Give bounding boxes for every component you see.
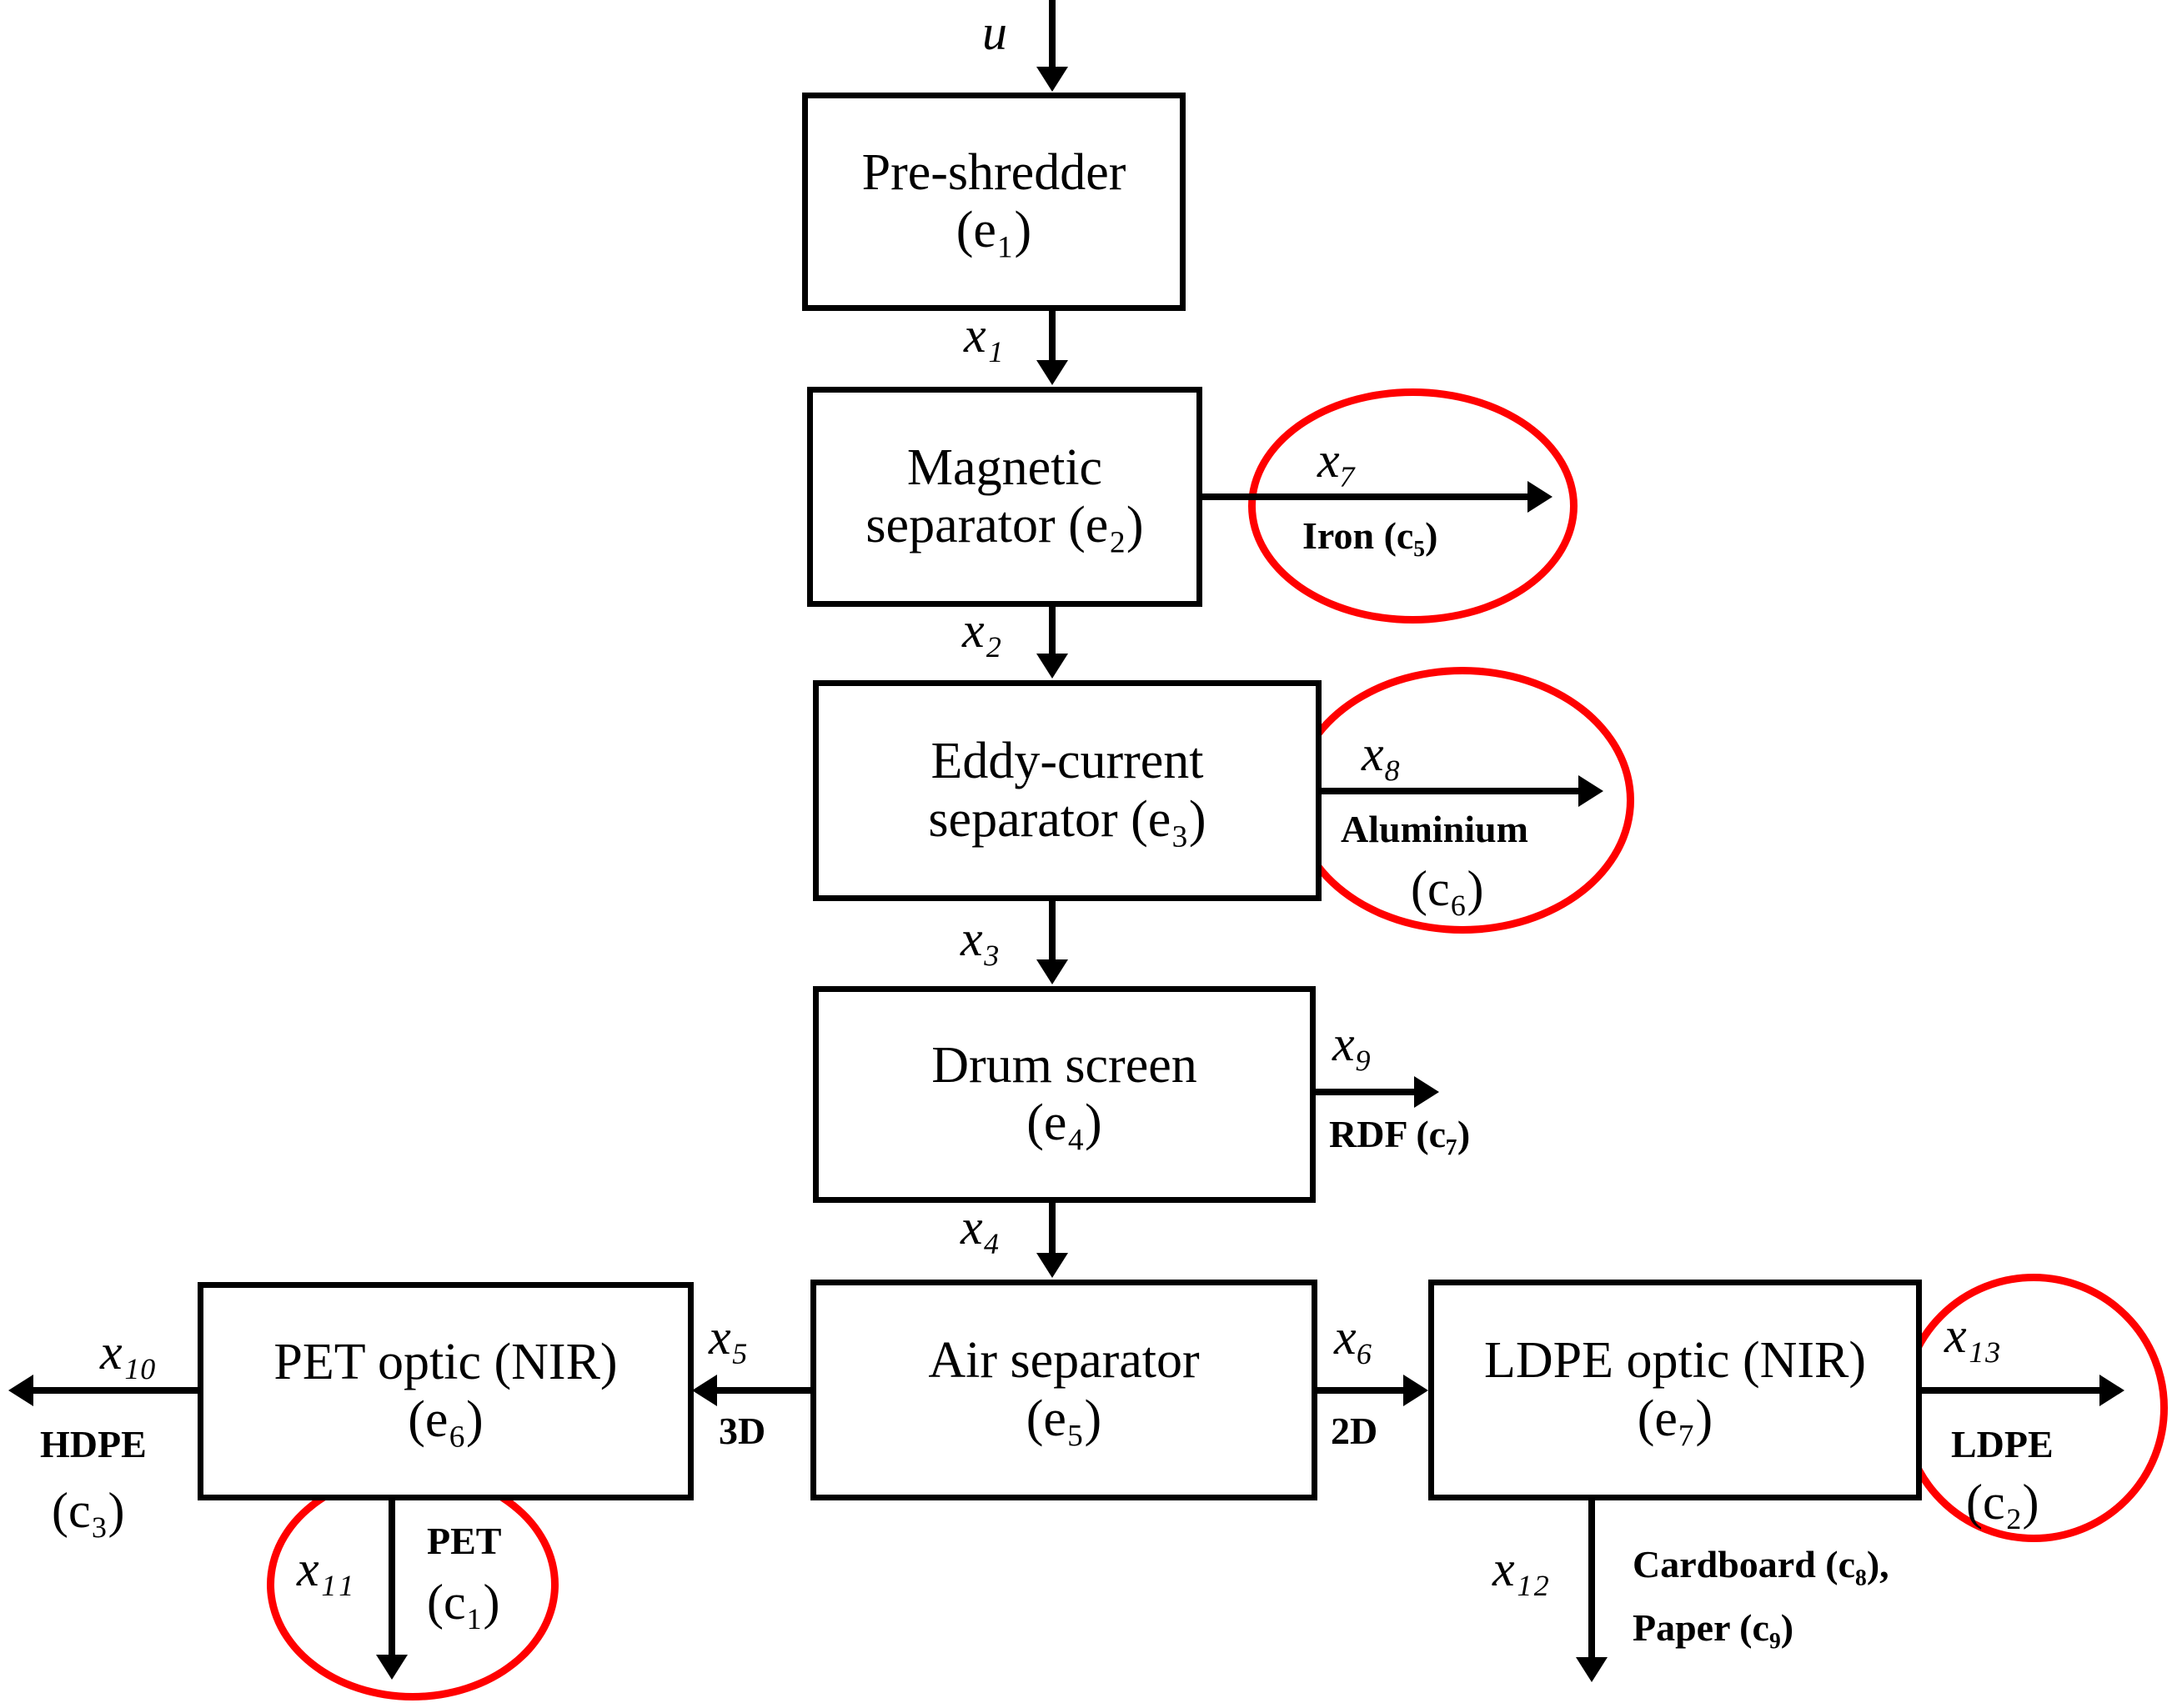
flow-label-x10: x₁₀ xyxy=(100,1325,158,1380)
arrowhead-x10 xyxy=(8,1375,33,1406)
flow-label-x6: x₆ xyxy=(1334,1310,1374,1365)
block-eddy-current-separator[interactable]: Eddy-current separator (e₃) xyxy=(813,680,1322,901)
stream-label-rdf: RDF (c₇) xyxy=(1329,1113,1471,1155)
connector-x3 xyxy=(1049,901,1056,961)
input-arrowhead-u xyxy=(1036,67,1068,92)
block-air-separator[interactable]: Air separator (e₅) xyxy=(810,1280,1317,1500)
stream-label-hdpe-component: (c₃) xyxy=(52,1483,125,1538)
flow-label-x5: x₅ xyxy=(709,1310,749,1365)
stream-label-3d: 3D xyxy=(719,1410,766,1452)
connector-x11 xyxy=(389,1500,395,1659)
connector-x10 xyxy=(33,1387,200,1394)
connector-x5 xyxy=(717,1387,812,1394)
flow-label-x1: x₁ xyxy=(964,308,1004,363)
arrowhead-x1 xyxy=(1036,360,1068,385)
block-magnetic-separator[interactable]: Magnetic separator (e₂) xyxy=(807,387,1202,607)
input-line-u xyxy=(1049,0,1056,68)
stream-label-aluminium: Aluminium xyxy=(1341,808,1528,850)
arrowhead-x7 xyxy=(1527,481,1552,513)
stream-label-2d: 2D xyxy=(1331,1410,1378,1452)
flow-label-x11: x₁₁ xyxy=(297,1541,354,1596)
block-ldpe-optic-id: (e₇) xyxy=(1637,1390,1713,1447)
flow-label-x7: x₇ xyxy=(1317,433,1357,488)
stream-label-hdpe: HDPE xyxy=(40,1423,147,1465)
block-drum-screen-id: (e₄) xyxy=(1026,1094,1102,1151)
block-ldpe-optic-name: LDPE optic (NIR) xyxy=(1483,1332,1867,1390)
connector-x12 xyxy=(1588,1500,1595,1660)
block-pet-optic-id: (e₆) xyxy=(408,1391,484,1448)
arrowhead-x12 xyxy=(1576,1657,1608,1682)
flow-label-x12: x₁₂ xyxy=(1492,1541,1550,1596)
flow-label-u: u xyxy=(982,5,1007,60)
iron-highlight-ellipse xyxy=(1248,388,1578,624)
block-pre-shredder-name: Pre-shredder xyxy=(861,143,1126,201)
block-pre-shredder[interactable]: Pre-shredder (e₁) xyxy=(802,93,1186,311)
connector-x1 xyxy=(1049,311,1056,362)
block-pet-optic-name: PET optic (NIR) xyxy=(273,1333,618,1390)
block-magnetic-separator-id: separator (e₂) xyxy=(865,497,1144,553)
flow-label-x9: x₉ xyxy=(1332,1016,1372,1071)
block-air-separator-id: (e₅) xyxy=(1026,1390,1102,1447)
arrowhead-x6 xyxy=(1403,1375,1428,1406)
block-ldpe-optic[interactable]: LDPE optic (NIR) (e₇) xyxy=(1428,1280,1922,1500)
flow-label-x4: x₄ xyxy=(961,1200,1001,1255)
arrowhead-x11 xyxy=(376,1655,408,1680)
arrowhead-x4 xyxy=(1036,1253,1068,1278)
block-eddy-current-separator-name: Eddy-current xyxy=(930,733,1204,790)
block-drum-screen-name: Drum screen xyxy=(931,1036,1197,1094)
arrowhead-x2 xyxy=(1036,654,1068,679)
block-pre-shredder-id: (e₁) xyxy=(956,202,1032,258)
connector-x9 xyxy=(1316,1089,1416,1095)
stream-label-pet-component: (c₁) xyxy=(427,1575,500,1630)
stream-label-ldpe: LDPE xyxy=(1951,1423,2054,1465)
stream-label-pet: PET xyxy=(427,1520,502,1562)
stream-label-cardboard: Cardboard (c₈), xyxy=(1633,1543,1889,1585)
block-pet-optic[interactable]: PET optic (NIR) (e₆) xyxy=(198,1282,694,1500)
connector-x2 xyxy=(1049,607,1056,655)
flow-label-x8: x₈ xyxy=(1362,726,1402,781)
block-air-separator-name: Air separator xyxy=(928,1332,1200,1390)
arrowhead-x8 xyxy=(1578,775,1603,807)
connector-x6 xyxy=(1317,1387,1405,1394)
connector-x4 xyxy=(1049,1203,1056,1255)
stream-label-iron: Iron (c₅) xyxy=(1302,514,1438,557)
block-drum-screen[interactable]: Drum screen (e₄) xyxy=(813,986,1316,1203)
connector-x7 xyxy=(1202,493,1529,500)
connector-x8 xyxy=(1322,788,1580,794)
arrowhead-x3 xyxy=(1036,959,1068,984)
stream-label-ldpe-component: (c₂) xyxy=(1966,1475,2039,1530)
arrowhead-x9 xyxy=(1414,1076,1439,1108)
stream-label-paper: Paper (c₉) xyxy=(1633,1606,1794,1649)
block-magnetic-separator-name: Magnetic xyxy=(906,438,1103,496)
flow-label-x2: x₂ xyxy=(962,603,1002,658)
flow-label-x3: x₃ xyxy=(961,911,1001,966)
stream-label-aluminium-component: (c₆) xyxy=(1411,861,1484,916)
arrowhead-x5 xyxy=(692,1375,717,1406)
block-eddy-current-separator-id: separator (e₃) xyxy=(928,790,1206,848)
connector-x13 xyxy=(1922,1387,2101,1394)
flow-label-x13: x₁₃ xyxy=(1944,1308,2002,1363)
arrowhead-x13 xyxy=(2099,1375,2124,1406)
